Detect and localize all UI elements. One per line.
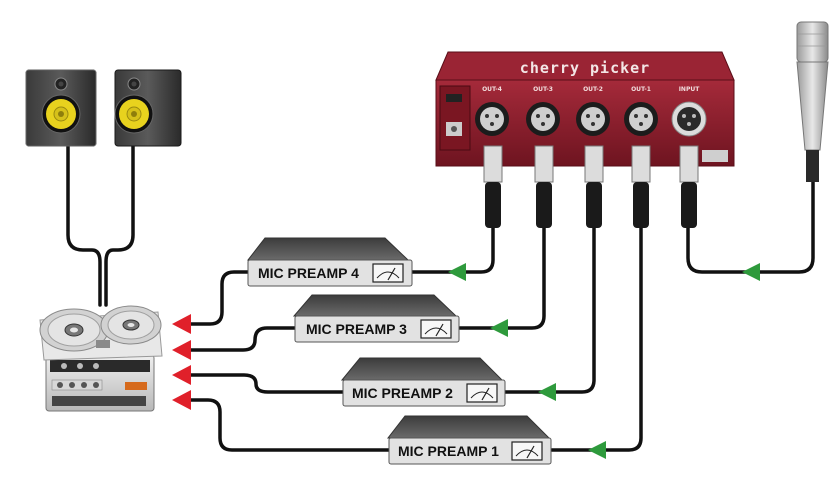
arrow-to-preamp-1 xyxy=(588,441,606,459)
svg-text:INPUT: INPUT xyxy=(679,86,701,93)
signal-arrows xyxy=(172,263,760,459)
arrow-to-recorder-2 xyxy=(172,340,191,360)
xlr-plugs xyxy=(483,145,699,228)
reel-to-reel-recorder xyxy=(39,305,163,412)
out3-cable xyxy=(458,226,546,330)
jack-out-3: OUT-3 xyxy=(526,86,560,136)
xlr-plug-out1 xyxy=(631,145,651,228)
cables xyxy=(66,143,815,452)
speaker-right xyxy=(114,69,182,147)
preamp-2: MIC PREAMP 2 xyxy=(340,357,506,407)
svg-text:OUT-4: OUT-4 xyxy=(482,86,502,93)
preamp1-to-recorder-cable xyxy=(188,398,392,452)
xlr-plug-input xyxy=(679,145,699,228)
arrow-to-recorder-1 xyxy=(172,314,191,334)
splitter-jacks: OUT-4 OUT-3 OUT-2 OUT-1 INPUT xyxy=(475,86,707,137)
jack-out-2: OUT-2 xyxy=(576,86,610,136)
arrow-to-preamp-3 xyxy=(490,319,508,337)
arrow-to-preamp-4 xyxy=(448,263,466,281)
preamp3-to-recorder-cable xyxy=(188,326,300,352)
vu-meter-icon xyxy=(466,383,498,403)
arrow-to-recorder-4 xyxy=(172,390,191,410)
microphone xyxy=(796,21,829,182)
xlr-plug-out3 xyxy=(534,145,554,228)
jack-input: INPUT xyxy=(671,86,707,137)
out2-cable xyxy=(503,226,596,394)
preamp-1-label: MIC PREAMP 1 xyxy=(398,443,499,459)
arrow-to-recorder-3 xyxy=(172,365,191,385)
speaker-left-cable xyxy=(66,143,102,307)
preamp-2-label: MIC PREAMP 2 xyxy=(352,385,453,401)
preamp4-to-recorder-cable xyxy=(188,270,254,326)
xlr-plug-out2 xyxy=(584,145,604,228)
preamp2-to-recorder-cable xyxy=(188,373,347,394)
jack-out-4: OUT-4 xyxy=(475,86,509,136)
preamp-4-label: MIC PREAMP 4 xyxy=(258,265,359,281)
out4-cable xyxy=(410,226,495,274)
vu-meter-icon xyxy=(372,263,404,283)
speaker-right-cable xyxy=(104,143,135,307)
speaker-left xyxy=(25,69,97,147)
svg-text:OUT-1: OUT-1 xyxy=(631,86,651,93)
vu-meter-icon xyxy=(420,319,452,339)
out1-cable xyxy=(550,226,643,452)
arrow-to-preamp-2 xyxy=(538,383,556,401)
xlr-plug-out4 xyxy=(483,145,503,228)
preamp-1: MIC PREAMP 1 xyxy=(386,415,552,465)
vu-meter-icon xyxy=(511,441,543,461)
arrow-to-splitter-input xyxy=(742,263,760,281)
preamp-4: MIC PREAMP 4 xyxy=(246,237,413,287)
svg-text:OUT-3: OUT-3 xyxy=(533,86,553,93)
preamp-3-label: MIC PREAMP 3 xyxy=(306,321,407,337)
splitter-brand-label: cherry picker xyxy=(520,59,650,77)
svg-text:OUT-2: OUT-2 xyxy=(583,86,603,93)
jack-out-1: OUT-1 xyxy=(624,86,658,136)
mic-cable xyxy=(686,178,815,274)
preamp-3: MIC PREAMP 3 xyxy=(292,294,460,343)
